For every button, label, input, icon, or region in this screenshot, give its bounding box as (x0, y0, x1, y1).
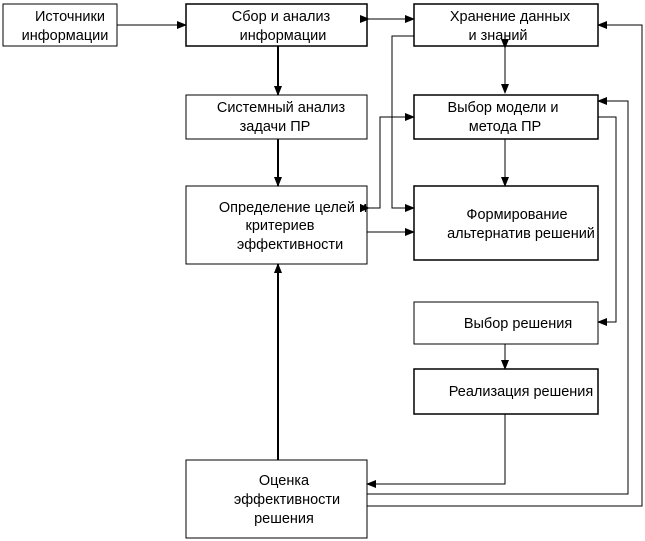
arrow-goals-model (360, 113, 415, 212)
block-sysanalysis-label: Системный анализ задачи ПР (217, 100, 349, 135)
arrow-storage-to-alternatives (391, 35, 415, 212)
block-model: Выбор модели и метода ПР (413, 94, 599, 140)
block-sysanalysis: Системный анализ задачи ПР (185, 94, 368, 140)
block-alternatives: Формирование альтернатив решений (413, 185, 599, 261)
arrow-evaluation-to-storage (367, 21, 643, 507)
block-collect-label: Сбор и анализ информации (232, 9, 334, 44)
arrow-evaluation-to-model (367, 97, 629, 495)
arrow-implementation-to-evaluation (366, 414, 506, 488)
block-sources-label: Источники информации (22, 9, 109, 44)
block-choice-label: Выбор решения (464, 316, 572, 332)
block-evaluation: Оценка эффективности решения (185, 459, 368, 539)
block-model-label: Выбор модели и метода ПР (447, 100, 562, 135)
block-goals-label: Определение целей и критериев эффективно… (219, 200, 371, 253)
block-collect: Сбор и анализ информации (185, 3, 368, 47)
block-storage: Хранение данных и знаний (413, 3, 599, 47)
block-implementation: Реализация решения (413, 368, 599, 415)
block-evaluation-label: Оценка эффективности решения (234, 473, 344, 527)
block-sources: Источники информации (2, 3, 118, 47)
block-alternatives-label: Формирование альтернатив решений (447, 207, 595, 242)
block-choice: Выбор решения (413, 301, 599, 345)
block-storage-label: Хранение данных и знаний (450, 9, 574, 44)
block-goals: Определение целей и критериев эффективно… (185, 185, 371, 265)
arrow-model-to-choice (597, 116, 617, 326)
block-implementation-label: Реализация решения (449, 384, 594, 400)
